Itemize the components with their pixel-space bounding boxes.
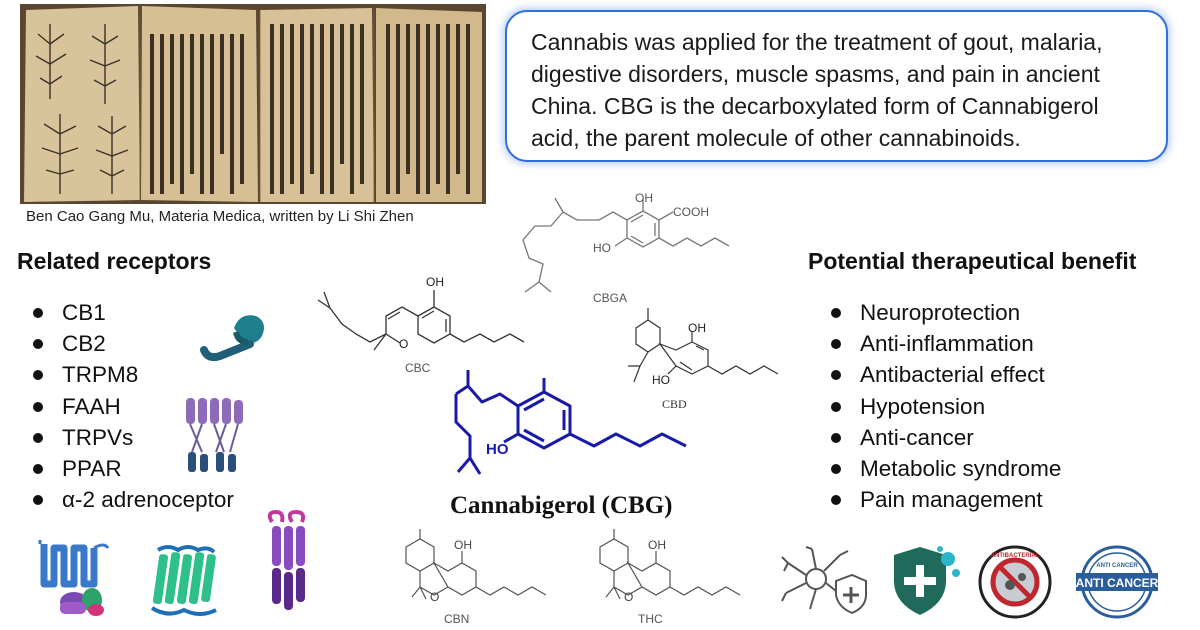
cbg-ho-label: HO	[486, 441, 509, 458]
antibacterial-badge-icon: ANTIBACTERIAL	[978, 545, 1052, 619]
benefit-item: Neuroprotection	[829, 297, 1061, 328]
thc-o-label: O	[624, 590, 633, 604]
cbd-structure: OH HO CBD	[628, 308, 779, 411]
cbd-name-label: CBD	[662, 397, 687, 411]
info-callout: Cannabis was applied for the treatment o…	[505, 10, 1168, 162]
cbga-name-label: CBGA	[593, 291, 627, 305]
anti-cancer-badge-icon: ANTI CANCER ANTI CANCER	[1076, 545, 1159, 619]
receptor-item: TRPVs	[31, 422, 234, 453]
gpcr-receptor-icon	[38, 540, 110, 616]
anti-inflammation-shield-icon	[894, 546, 960, 615]
benefit-item: Hypotension	[829, 391, 1061, 422]
neuroprotection-icon	[781, 546, 867, 615]
benefit-item: Anti-inflammation	[829, 328, 1061, 359]
antibacterial-badge-text: ANTIBACTERIAL	[991, 553, 1040, 559]
cbd-ho-label: HO	[652, 373, 670, 387]
thc-structure: OH O THC	[599, 529, 741, 626]
benefit-item: Anti-cancer	[829, 422, 1061, 453]
benefit-item: Metabolic syndrome	[829, 453, 1061, 484]
benefits-heading: Potential therapeutical benefit	[808, 248, 1137, 274]
benefit-item: Pain management	[829, 484, 1061, 515]
receptors-heading: Related receptors	[17, 248, 212, 274]
cbn-oh-label: OH	[454, 538, 472, 552]
trpm8-channel-icon	[150, 545, 217, 616]
thc-name-label: THC	[638, 612, 663, 626]
cbg-structure: HO	[454, 370, 687, 475]
receptor-item: FAAH	[31, 391, 234, 422]
cbc-structure: OH O CBC	[317, 275, 525, 375]
image-caption: Ben Cao Gang Mu, Materia Medica, written…	[26, 208, 414, 225]
cbn-name-label: CBN	[444, 612, 469, 626]
cbc-o-label: O	[399, 337, 408, 351]
cbga-cooh-label: COOH	[673, 205, 709, 219]
cbn-structure: OH O CBN	[405, 529, 547, 626]
benefits-list: Neuroprotection Anti-inflammation Antiba…	[829, 297, 1061, 515]
cbga-oh-label: OH	[635, 191, 653, 205]
cbn-o-label: O	[430, 590, 439, 604]
anticancer-badge-text: ANTI CANCER	[1076, 576, 1159, 590]
receptor-item: CB1	[31, 297, 234, 328]
ancient-book-image	[20, 4, 486, 204]
receptor-item: PPAR	[31, 453, 234, 484]
receptor-item: CB2	[31, 328, 234, 359]
info-text: Cannabis was applied for the treatment o…	[531, 29, 1103, 151]
cbga-ho-label: HO	[593, 241, 611, 255]
cbd-oh-label: OH	[688, 321, 706, 335]
thc-oh-label: OH	[648, 538, 666, 552]
ppar-receptor-icon	[267, 509, 306, 610]
benefit-item: Antibacterial effect	[829, 359, 1061, 390]
trpv-receptor-icon	[186, 398, 243, 472]
receptors-list: CB1 CB2 TRPM8 FAAH TRPVs PPAR α-2 adreno…	[31, 297, 234, 515]
anticancer-badge-small-text: ANTI CANCER	[1096, 563, 1138, 569]
receptor-item: α-2 adrenoceptor	[31, 484, 234, 515]
cbc-name-label: CBC	[405, 361, 431, 375]
cb1-receptor-icon	[200, 315, 264, 362]
cbc-oh-label: OH	[426, 275, 444, 289]
receptor-item: TRPM8	[31, 359, 234, 390]
cbga-structure: OH COOH HO CBGA	[522, 191, 730, 305]
cbg-name-label: Cannabigerol (CBG)	[450, 492, 673, 519]
